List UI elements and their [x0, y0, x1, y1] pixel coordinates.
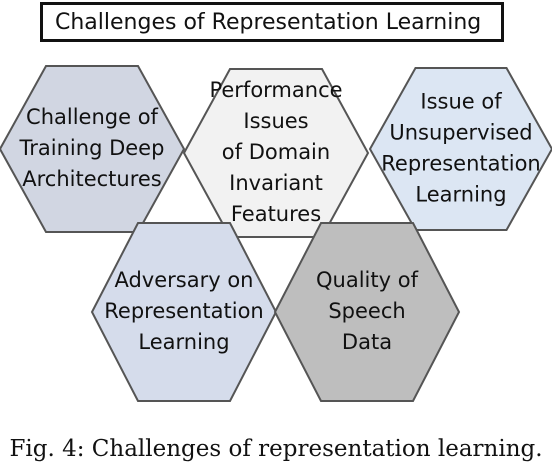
hexagon-label-line: of Domain — [222, 140, 330, 164]
hexagon-label-line: Learning — [138, 330, 229, 354]
hexagon-label-line: Quality of — [316, 268, 419, 292]
hexagon-label-line: Invariant — [229, 171, 323, 195]
hexagon-label-line: Data — [342, 330, 392, 354]
hexagon-label-line: Training Deep — [19, 136, 165, 160]
hexagon-label-line: Architectures — [22, 167, 162, 191]
figure-caption: Fig. 4: Challenges of representation lea… — [9, 436, 543, 462]
hex-unsupervised-representation: Issue of UnsupervisedRepresentationLearni… — [368, 67, 552, 231]
hexagon-label-line: Representation — [381, 152, 541, 176]
hexagon-label-line: Speech — [328, 299, 405, 323]
diagram-title: Challenges of Representation Learning — [55, 9, 482, 35]
hexagon-label-line: Issue of — [420, 90, 502, 114]
hexagon-shape — [273, 222, 461, 402]
hexagon-label-line: Adversary on — [114, 268, 253, 292]
hexagon-label-line: Challenge of — [26, 105, 159, 129]
hexagon-label-line: Unsupervised — [389, 121, 532, 145]
diagram-title-box: Challenges of Representation Learning — [40, 2, 504, 42]
hexagon-label-line: Learning — [415, 183, 506, 207]
hexagon-shape — [0, 65, 186, 233]
hexagon-label-line: Representation — [104, 299, 264, 323]
hexagon-label-line: Performance — [209, 78, 342, 102]
hexagon-label-line: Issues — [243, 109, 308, 133]
hexagon-label-line: Features — [231, 202, 321, 226]
